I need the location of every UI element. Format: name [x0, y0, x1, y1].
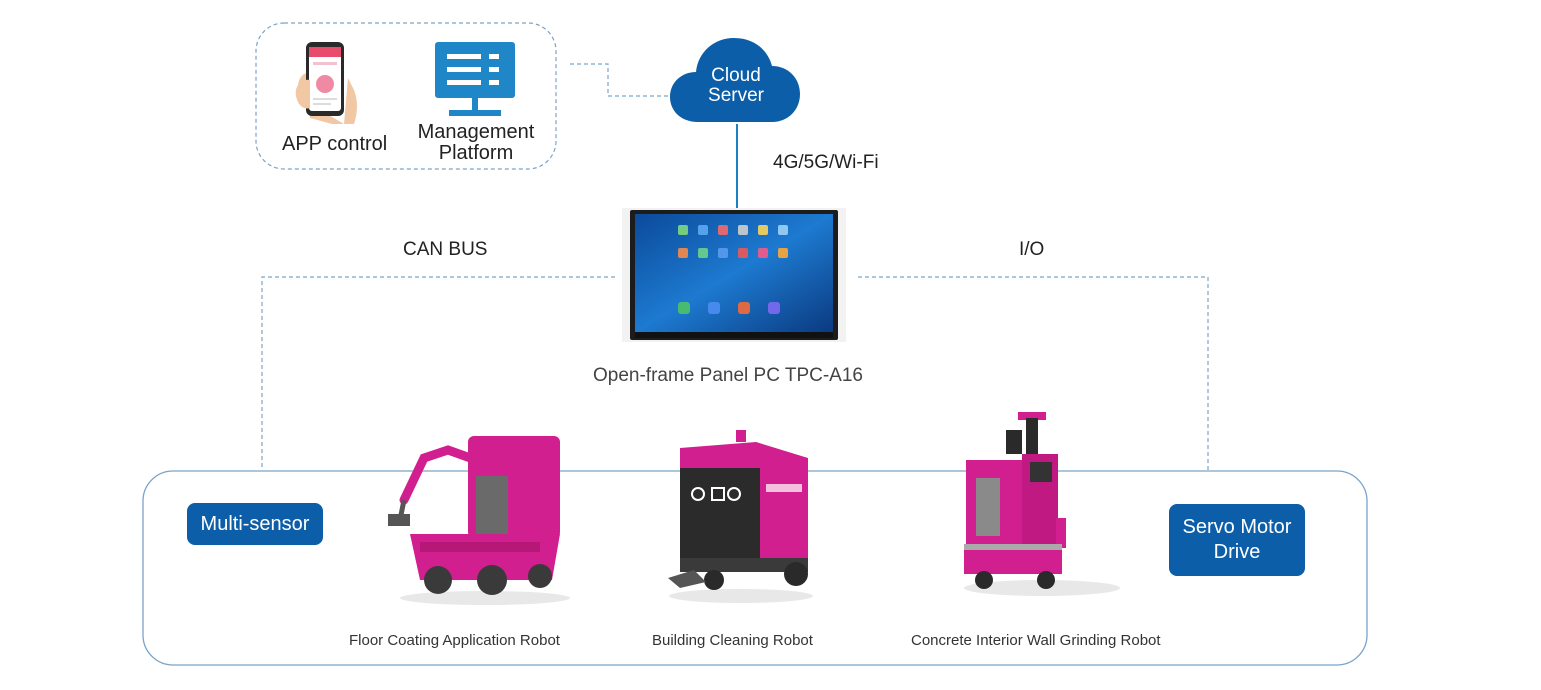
panel-pc-caption: Open-frame Panel PC TPC-A16: [593, 365, 863, 386]
building-cleaning-robot-image: [666, 428, 816, 604]
management-platform-line1: Management: [417, 121, 535, 143]
panel-pc-image: [622, 208, 846, 342]
cloud-icon: [670, 38, 800, 122]
multi-sensor-label: Multi-sensor: [200, 512, 310, 535]
can-bus-label: CAN BUS: [403, 239, 488, 260]
monitor-icon: [435, 42, 515, 118]
multi-sensor-box: Multi-sensor: [187, 503, 323, 545]
app-control-label: APP control: [282, 133, 388, 155]
robot-caption: Floor Coating Application Robot: [349, 632, 560, 649]
wall-grinding-robot-image: [962, 408, 1122, 598]
cloud-server: Cloud Server: [668, 30, 804, 126]
servo-label-line1: Servo Motor: [1182, 516, 1292, 538]
robot-caption: Concrete Interior Wall Grinding Robot: [911, 632, 1161, 649]
servo-motor-drive-box: Servo Motor Drive: [1169, 504, 1305, 576]
robot-caption: Building Cleaning Robot: [652, 632, 813, 649]
servo-label-line2: Drive: [1213, 541, 1261, 563]
can-bus-line: [261, 276, 615, 470]
io-line: [858, 276, 1209, 470]
wireless-link-label: 4G/5G/Wi-Fi: [773, 152, 879, 173]
floor-coating-robot-image: [380, 430, 570, 606]
management-platform-label: Management Platform: [405, 122, 547, 164]
phone-hand-icon: [292, 38, 364, 124]
client-cloud-link: [570, 63, 668, 97]
management-platform-line2: Platform: [438, 142, 514, 164]
cloud-label-line2: Server: [708, 85, 764, 106]
cloud-label-line1: Cloud: [711, 65, 761, 86]
io-label: I/O: [1019, 239, 1045, 260]
client-group-frame: [255, 22, 557, 170]
